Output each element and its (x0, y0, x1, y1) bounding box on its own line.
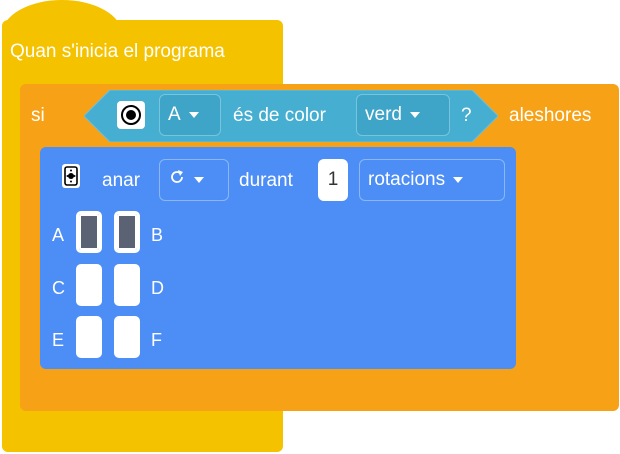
port-toggle-a[interactable] (76, 211, 102, 253)
port-toggle-b[interactable] (114, 211, 140, 253)
chevron-down-icon (409, 112, 420, 118)
port-toggle-f[interactable] (114, 316, 140, 358)
sensor-port-value: A (168, 104, 181, 125)
port-toggle-d[interactable] (114, 264, 140, 306)
chevron-down-icon (194, 177, 204, 183)
unit-value: rotacions (368, 169, 446, 190)
port-label-f: F (151, 330, 162, 350)
direction-dropdown[interactable] (159, 159, 229, 201)
motor-icon (62, 164, 80, 188)
port-toggle-c[interactable] (76, 264, 102, 306)
color-condition-text: és de color (233, 105, 326, 126)
port-label-b: B (151, 225, 164, 245)
amount-input[interactable]: 1 (318, 159, 348, 201)
unit-dropdown[interactable]: rotacions (359, 159, 505, 201)
run-label: anar (102, 170, 141, 191)
port-toggle-e[interactable] (76, 316, 102, 358)
color-value: verd (365, 104, 402, 125)
question-mark: ? (461, 105, 472, 126)
chevron-down-icon (453, 177, 464, 183)
port-label-c: C (52, 278, 65, 298)
color-dropdown[interactable]: verd (356, 94, 450, 136)
color-sensor-icon (117, 101, 145, 129)
hat-block-label: Quan s'inicia el programa (10, 41, 225, 62)
rotate-clockwise-icon (168, 168, 186, 192)
port-label-d: D (151, 278, 164, 298)
chevron-down-icon (188, 112, 199, 118)
then-label: aleshores (509, 105, 592, 126)
if-label: si (31, 105, 45, 126)
during-label: durant (239, 170, 293, 191)
port-label-e: E (52, 330, 65, 350)
port-label-a: A (52, 225, 65, 245)
sensor-port-dropdown[interactable]: A (159, 94, 221, 136)
